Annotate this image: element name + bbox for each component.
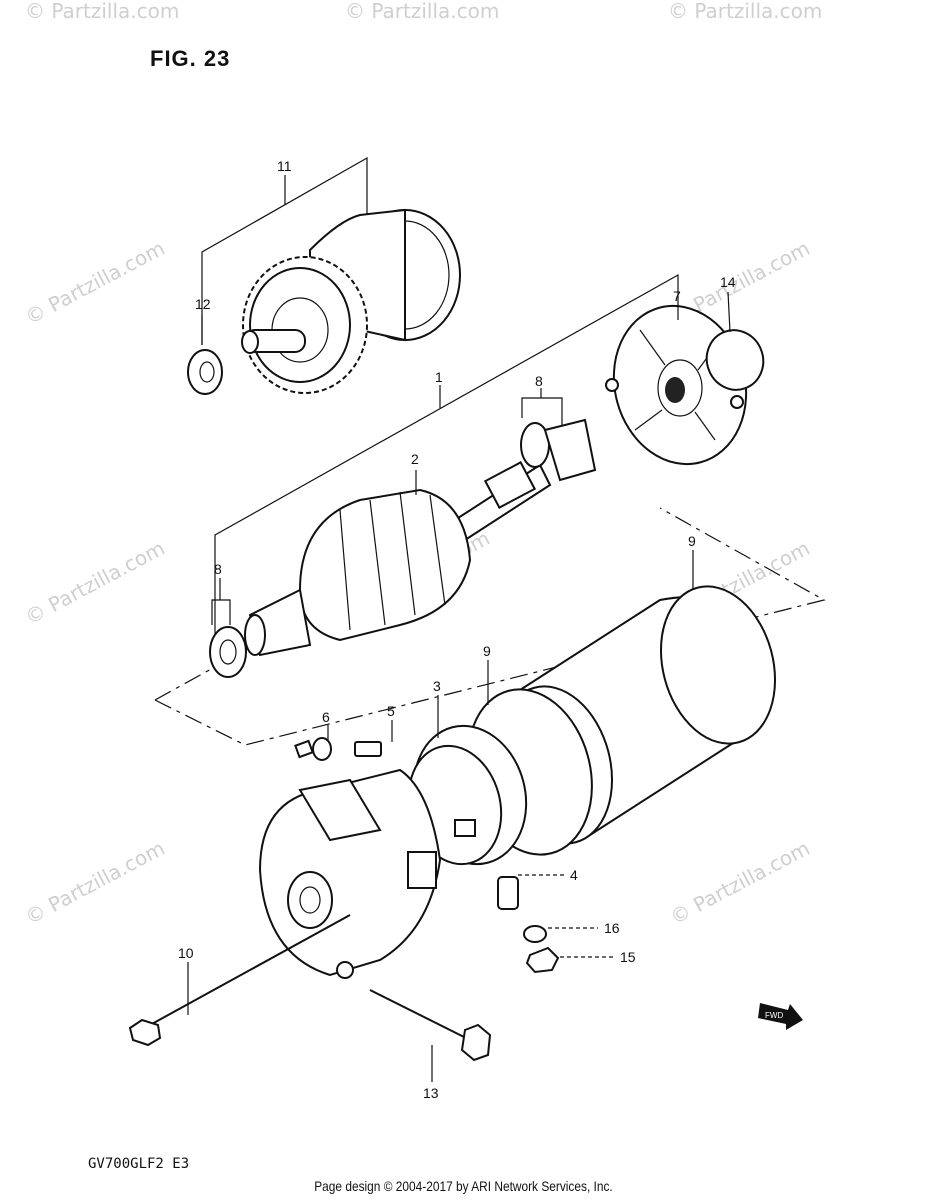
callout-4: 4 — [570, 867, 578, 883]
mounting-bolt — [369, 989, 492, 1062]
callout-7: 7 — [673, 288, 681, 304]
watermark: © Partzilla.com — [668, 0, 822, 23]
callout-14: 14 — [720, 274, 736, 290]
callout-11: 11 — [277, 158, 292, 174]
callout-5: 5 — [387, 703, 395, 719]
callout-12: 12 — [195, 296, 211, 312]
overrunning-clutch — [241, 208, 461, 394]
callout-8-lower: 8 — [214, 561, 222, 577]
callout-15: 15 — [620, 949, 636, 965]
page-footer: Page design © 2004-2017 by ARI Network S… — [314, 1178, 613, 1194]
through-bolt — [128, 914, 351, 1047]
figure-title: FIG. 23 — [150, 46, 231, 71]
terminal-assembly — [497, 876, 560, 974]
callout-3: 3 — [433, 678, 441, 694]
watermark: © Partzilla.com — [666, 836, 814, 930]
fwd-arrow: FWD — [758, 1003, 803, 1030]
motor-yoke — [467, 585, 777, 856]
callout-9-ring: 9 — [483, 643, 491, 659]
callout-13: 13 — [423, 1085, 439, 1101]
watermark: © Partzilla.com — [21, 836, 169, 930]
watermark: © Partzilla.com — [21, 536, 169, 630]
watermark: © Partzilla.com — [25, 0, 179, 23]
brush-and-spring — [294, 737, 382, 761]
thrust-washer — [187, 349, 223, 395]
callout-10: 10 — [178, 945, 194, 961]
callout-9-yoke: 9 — [688, 533, 696, 549]
callout-2: 2 — [411, 451, 419, 467]
fwd-label: FWD — [765, 1011, 783, 1020]
o-ring — [705, 329, 765, 391]
leader-lines — [187, 291, 731, 1082]
commutator-end-housing — [258, 768, 442, 979]
callout-16: 16 — [604, 920, 620, 936]
bushing-lower — [209, 626, 247, 678]
callout-labels: 11 12 7 14 1 8 2 8 9 9 3 6 5 4 16 15 10 … — [178, 158, 736, 1101]
callout-6: 6 — [322, 709, 330, 725]
callout-8-upper: 8 — [535, 373, 543, 389]
brush-holder-washer-upper — [520, 418, 597, 482]
watermark: © Partzilla.com — [345, 0, 499, 23]
callout-1: 1 — [435, 369, 443, 385]
watermark: © Partzilla.com — [21, 236, 169, 330]
armature — [244, 461, 552, 657]
model-code: GV700GLF2 E3 — [88, 1156, 190, 1172]
group-brackets — [154, 156, 826, 746]
